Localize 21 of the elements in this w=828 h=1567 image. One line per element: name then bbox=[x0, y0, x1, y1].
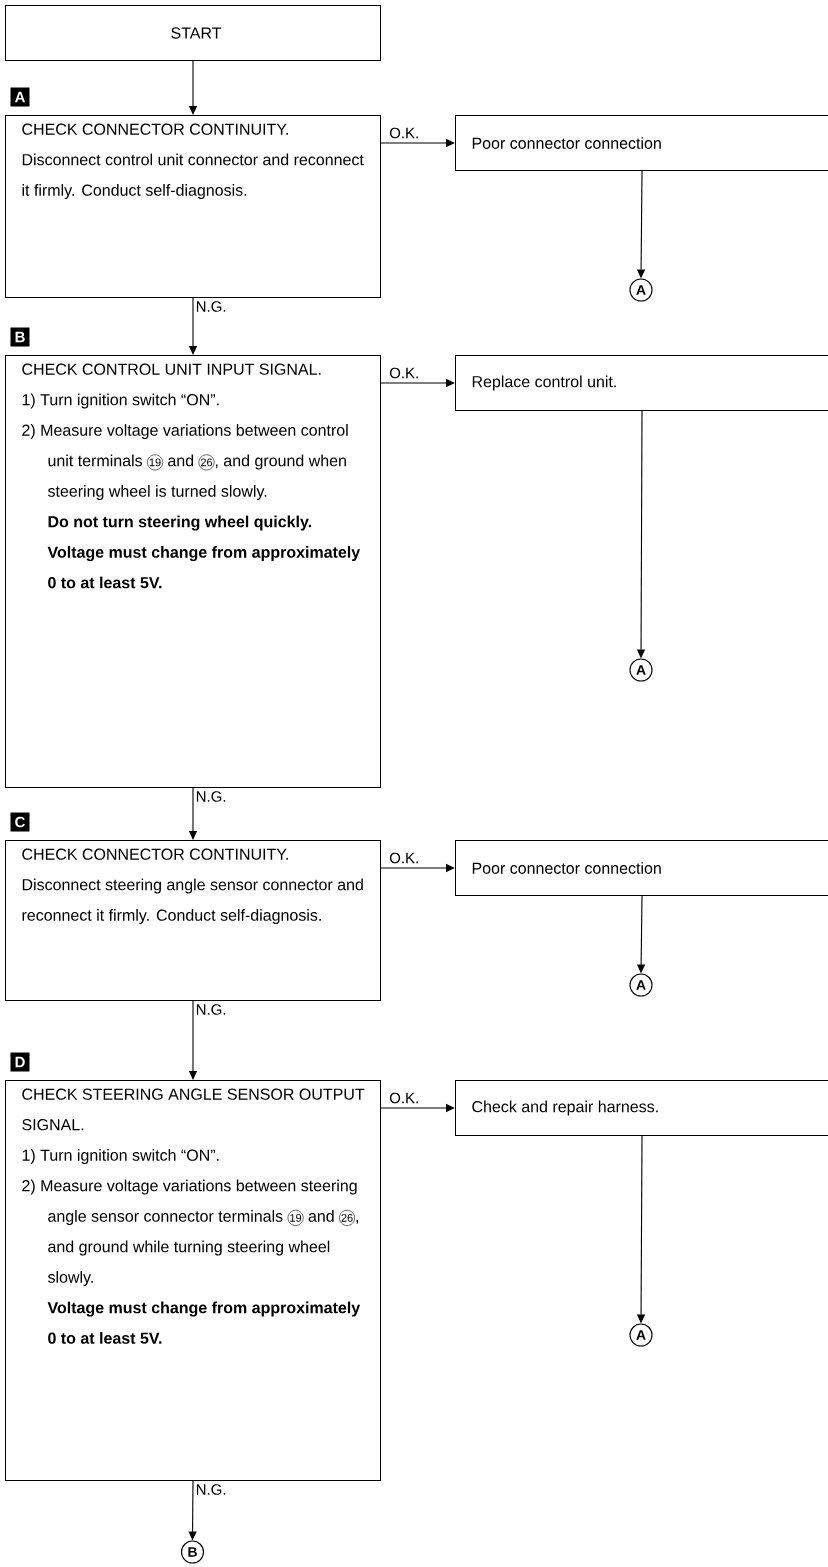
step-letter: A bbox=[10, 87, 30, 107]
step-letter: C bbox=[10, 812, 30, 832]
edge-label: O.K. bbox=[388, 1091, 421, 1105]
result-box: Check and repair harness. bbox=[455, 1080, 828, 1136]
step-box: CHECK CONNECTOR CONTINUITY. Disconnect control unit connector and reconnect it firmly. Conduct self-diagnosis. bbox=[5, 115, 381, 298]
step-letter: D bbox=[10, 1052, 30, 1072]
result-box: Replace control unit. bbox=[455, 355, 828, 411]
step-box: CHECK CONTROL UNIT INPUT SIGNAL. 1) Turn ignition switch “ON”. 2) Measure voltage variations between control unit terminals 19 and 26, and ground when steering wheel is turned slowly. Do not turn steering wheel quickly. Voltage must change from approximately 0 to at least 5V. bbox=[5, 355, 381, 788]
edge-label: N.G. bbox=[194, 790, 228, 803]
step-box: CHECK CONNECTOR CONTINUITY. Disconnect steering angle sensor connector and reconnect it firmly. Conduct self-diagnosis. bbox=[5, 840, 381, 1001]
edge-label: O.K. bbox=[388, 126, 421, 140]
edge-label: N.G. bbox=[194, 1003, 228, 1016]
edge-label: O.K. bbox=[388, 366, 421, 380]
edge-label: N.G. bbox=[194, 1483, 228, 1496]
step-letter: B bbox=[10, 327, 30, 347]
edge-label: N.G. bbox=[194, 300, 228, 313]
step-box: CHECK STEERING ANGLE SENSOR OUTPUT SIGNAL. 1) Turn ignition switch “ON”. 2) Measure voltage variations between steering angle sensor connector terminals 19 and 26, and ground while turning steering wheel slowly. Voltage must change from approximately 0 to at least 5V. bbox=[5, 1080, 381, 1481]
edge-label: O.K. bbox=[388, 851, 421, 865]
start-box: START bbox=[5, 5, 381, 61]
result-box: Poor connector connection bbox=[455, 840, 828, 896]
result-box: Poor connector connection bbox=[455, 115, 828, 171]
